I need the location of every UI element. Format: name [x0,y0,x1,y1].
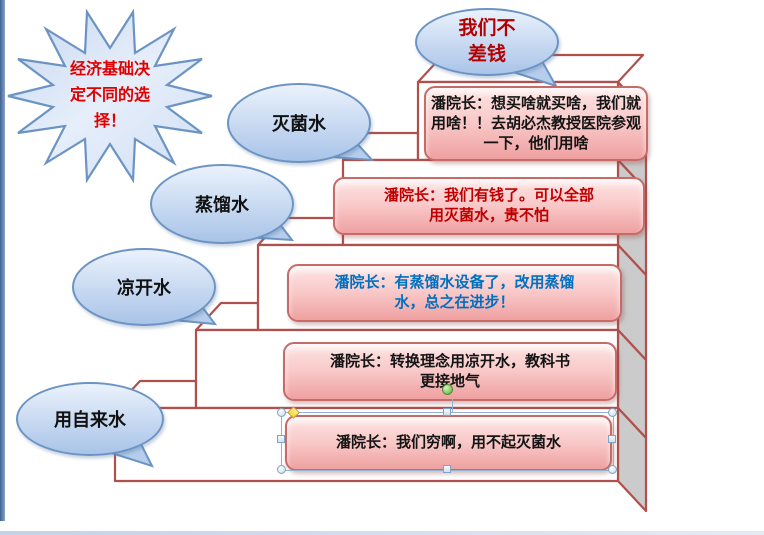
speech-box-too-poor[interactable]: 潘院长：我们穷啊，用不起灭菌水 [285,415,612,471]
resize-handle-right[interactable] [608,435,616,443]
callout-tap-water[interactable]: 用自来水 [16,382,164,456]
callout-boiled-water-label: 凉开水 [117,278,171,298]
speech-box-distilled-equipment[interactable]: 潘院长：有蒸馏水设备了，改用蒸馏 水，总之在进步！ [287,264,622,322]
resize-handle-top[interactable] [443,408,451,416]
callout-distilled-water[interactable]: 蒸馏水 [150,164,294,244]
slide-left-edge-bar [0,0,5,521]
callout-sterile-water[interactable]: 灭菌水 [227,83,371,163]
resize-handle-top-left[interactable] [277,408,286,417]
callout-sterile-water-label: 灭菌水 [272,114,326,134]
callout-we-have-money[interactable]: 我们不 差钱 [415,8,559,76]
resize-handle-bottom[interactable] [443,465,451,473]
resize-handle-left[interactable] [277,435,285,443]
rotation-handle[interactable] [442,384,453,395]
speech-box-rich-now[interactable]: 潘院长：我们有钱了。可以全部 用灭菌水，贵不怕 [333,177,645,235]
resize-handle-bottom-right[interactable] [608,465,617,474]
callout-distilled-water-label: 蒸馏水 [195,195,249,215]
speech-box-buy-anything[interactable]: 潘院长：想买啥就买啥，我们就 用啥！！去胡必杰教授医院参观 一下，他们用啥 [424,86,648,161]
callout-boiled-water[interactable]: 凉开水 [72,248,216,326]
resize-handle-top-right[interactable] [608,408,617,417]
rotation-handle-stem [452,399,453,412]
starburst-text: 经济基础决 定不同的选 择！ [69,61,150,130]
slide-bottom-edge-strip [0,531,764,535]
starburst-shape[interactable] [7,8,213,184]
selection-bounding-box [281,412,614,471]
callout-we-have-money-label: 我们不 差钱 [458,18,516,65]
callout-tap-water-label: 用自来水 [54,410,126,430]
resize-handle-bottom-left[interactable] [277,465,286,474]
